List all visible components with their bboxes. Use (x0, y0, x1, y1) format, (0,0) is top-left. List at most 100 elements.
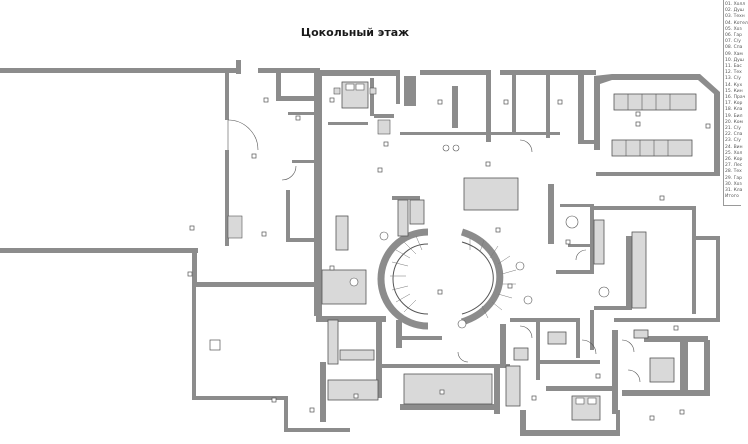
legend-item: 29. Гар (725, 175, 742, 181)
exterior-wall (0, 248, 198, 253)
wall (452, 86, 458, 128)
legend-item: 10. Душ (725, 57, 744, 63)
exterior-wall (192, 282, 320, 287)
legend-item: 16. Прач (725, 95, 746, 100)
legend-item: 02. Душ (725, 8, 744, 14)
wall (546, 74, 550, 138)
wall (276, 72, 281, 98)
bed (649, 357, 675, 383)
nightstand (333, 87, 341, 95)
wall (400, 132, 560, 135)
wall (320, 70, 400, 76)
wall (704, 340, 710, 394)
legend-item: 28. Тех (725, 169, 742, 175)
wall (512, 74, 516, 134)
bench (633, 329, 649, 339)
wall (578, 74, 584, 144)
pillow (587, 397, 597, 405)
sink (598, 286, 610, 298)
legend-item: 27. Лес (725, 163, 743, 169)
exterior-wall (0, 68, 240, 73)
wall (622, 390, 710, 396)
wall (396, 320, 402, 348)
wall (536, 320, 540, 380)
wall (526, 430, 620, 436)
wall (644, 336, 708, 342)
legend-item: 12. Тех (725, 70, 742, 76)
wall (568, 244, 590, 247)
exterior-wall (692, 206, 696, 314)
wall (612, 330, 618, 414)
legend-item: 15. Кин (725, 88, 743, 94)
wall (316, 316, 386, 322)
toilet (349, 277, 359, 287)
spiral-staircase (377, 228, 504, 330)
exterior-wall (626, 236, 632, 310)
wall (328, 122, 368, 125)
wall (680, 340, 688, 392)
wall (576, 318, 580, 358)
legend-item: 18. Кла (725, 107, 743, 113)
wall (510, 318, 576, 322)
sink (379, 231, 389, 241)
pool (463, 177, 519, 211)
pillow (345, 83, 355, 91)
wall (396, 70, 400, 104)
storage-rack (611, 139, 693, 157)
legend-item: 06. Гар (725, 33, 742, 38)
legend-item: 03. Техн (725, 14, 745, 20)
wall (540, 360, 600, 364)
counter (321, 269, 367, 305)
wall (380, 364, 510, 368)
exterior-wall (594, 74, 720, 172)
shelving (403, 373, 493, 405)
exterior-wall (192, 282, 196, 400)
exterior-wall (594, 306, 630, 310)
toilet (457, 319, 467, 329)
shelving (505, 365, 521, 407)
exterior-wall (192, 396, 288, 400)
wall (314, 70, 322, 180)
legend-item: 23. С/у (725, 138, 741, 144)
legend-item: 30. Хоз (725, 181, 742, 187)
wall (370, 78, 374, 116)
shelving (327, 379, 379, 401)
bath (377, 119, 391, 135)
exterior-wall (614, 318, 720, 322)
legend-item: 31. Кла (725, 188, 743, 193)
wall (404, 76, 416, 106)
exterior-wall (286, 190, 290, 242)
wall (400, 404, 500, 410)
toilet (523, 295, 533, 305)
bath (565, 215, 579, 229)
bar-counter (631, 231, 647, 309)
exterior-wall (596, 172, 720, 176)
legend-item: 26. Кор (725, 157, 743, 162)
pillow (575, 397, 585, 405)
shelving (327, 319, 339, 365)
legend-item: 13. С/у (725, 76, 741, 82)
washbasin (442, 144, 450, 152)
wall (320, 362, 326, 422)
wall (616, 410, 620, 436)
fixture (513, 347, 529, 361)
exterior-wall (225, 72, 229, 120)
wall (486, 70, 491, 142)
shelving (339, 349, 375, 361)
legend-item: 08. Спа (725, 45, 743, 51)
exterior-wall (236, 60, 241, 74)
sink (515, 261, 525, 271)
wall (374, 114, 394, 118)
exterior-wall (590, 206, 694, 210)
stair-flight (227, 215, 243, 239)
plan-title: Цокольный этаж (300, 26, 410, 39)
wall (520, 410, 526, 436)
wall (420, 70, 490, 75)
bench (409, 199, 425, 225)
wall (584, 140, 596, 144)
legend-item: 04. Котел (725, 20, 748, 26)
wall (288, 112, 316, 115)
legend-item: 09. Хам (725, 51, 743, 57)
